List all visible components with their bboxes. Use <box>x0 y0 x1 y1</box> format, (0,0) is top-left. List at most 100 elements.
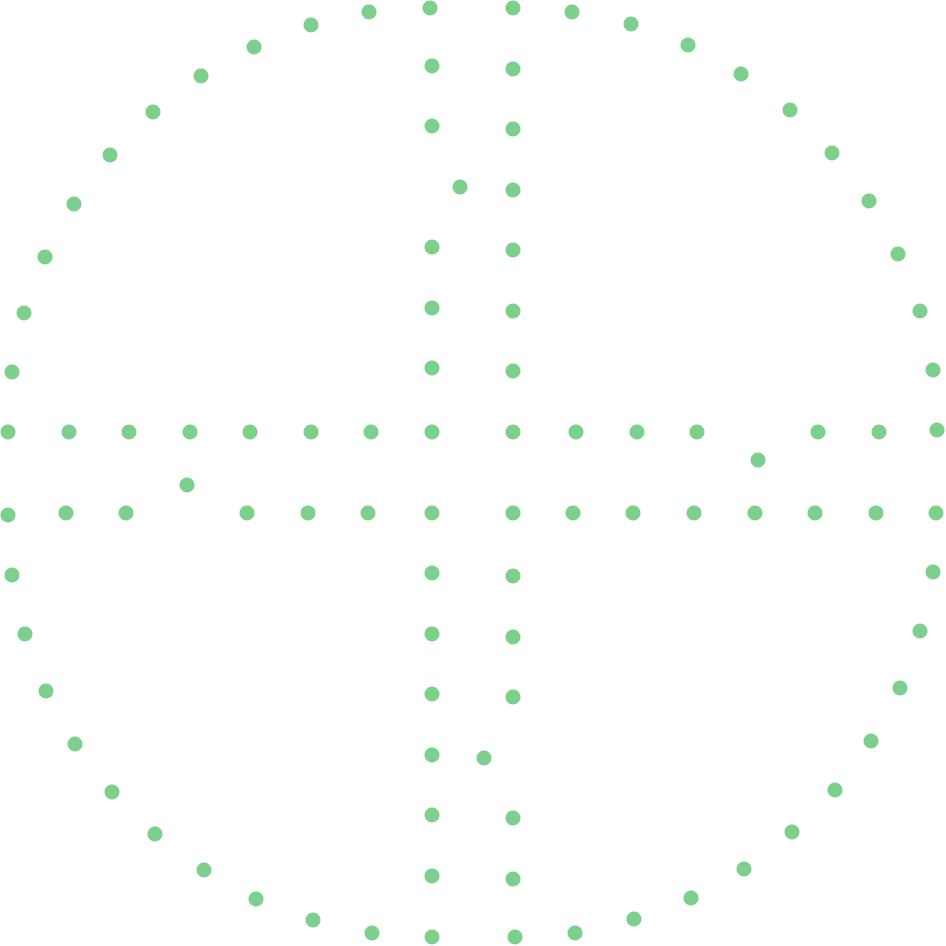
outer-ring-dot <box>102 147 118 163</box>
outer-ring-dot <box>824 145 840 161</box>
right-vertical-line-dot <box>505 121 521 137</box>
outer-ring-dot <box>892 680 908 696</box>
outer-ring-dot <box>683 890 699 906</box>
left-vertical-line-dot <box>452 179 468 195</box>
outer-ring-dot <box>193 68 209 84</box>
outer-ring-dot <box>0 507 16 523</box>
right-vertical-line-dot <box>505 242 521 258</box>
right-vertical-line-dot <box>505 61 521 77</box>
bottom-horizontal-line-dot <box>179 477 195 493</box>
left-vertical-line-dot <box>424 360 440 376</box>
outer-ring-dot <box>623 16 639 32</box>
top-horizontal-line-dot <box>810 424 826 440</box>
outer-ring-dot <box>925 564 941 580</box>
outer-ring-dot <box>361 4 377 20</box>
outer-ring-dot <box>66 196 82 212</box>
outer-ring-dot <box>67 736 83 752</box>
outer-ring-dot <box>38 683 54 699</box>
left-vertical-line-dot <box>424 300 440 316</box>
outer-ring-dot <box>4 364 20 380</box>
right-vertical-line-group <box>476 61 521 887</box>
top-horizontal-line-dot <box>121 424 137 440</box>
outer-ring-dot <box>196 862 212 878</box>
outer-ring-dot <box>145 104 161 120</box>
outer-ring-dot <box>0 424 16 440</box>
left-vertical-line-dot <box>424 807 440 823</box>
top-horizontal-line-dot <box>182 424 198 440</box>
bottom-horizontal-line-dot <box>868 505 884 521</box>
left-vertical-line-group <box>424 58 468 884</box>
outer-ring-dot <box>248 891 264 907</box>
left-vertical-line-dot <box>424 58 440 74</box>
outer-ring-dot <box>303 17 319 33</box>
bottom-horizontal-line-dot <box>360 505 376 521</box>
left-vertical-line-dot <box>424 565 440 581</box>
outer-ring-dot <box>4 567 20 583</box>
left-vertical-line-dot <box>424 868 440 884</box>
outer-ring-dot <box>564 4 580 20</box>
top-horizontal-line-dot <box>61 424 77 440</box>
right-vertical-line-dot <box>505 629 521 645</box>
outer-ring-dot <box>17 626 33 642</box>
bottom-horizontal-line-dot <box>239 505 255 521</box>
top-horizontal-line-dot <box>871 424 887 440</box>
outer-ring-dot <box>861 193 877 209</box>
outer-ring-dot <box>929 422 945 438</box>
outer-ring-dot <box>736 861 752 877</box>
outer-ring-dot <box>16 305 32 321</box>
outer-ring-dot <box>424 929 440 945</box>
outer-ring-dot <box>364 925 380 941</box>
outer-ring-dot <box>507 929 523 945</box>
outer-ring-dot <box>928 505 944 521</box>
left-vertical-line-dot <box>424 686 440 702</box>
outer-ring-dot <box>782 102 798 118</box>
right-vertical-line-dot <box>505 182 521 198</box>
right-vertical-line-dot <box>505 689 521 705</box>
outer-ring-dot <box>305 912 321 928</box>
right-vertical-line-dot <box>505 871 521 887</box>
outer-ring-dot <box>827 782 843 798</box>
outer-ring-dot <box>505 0 521 16</box>
right-vertical-line-dot <box>505 363 521 379</box>
outer-ring-dot <box>912 623 928 639</box>
bottom-horizontal-line-dot <box>565 505 581 521</box>
outer-ring-dot <box>246 39 262 55</box>
bottom-horizontal-line-dot <box>58 505 74 521</box>
left-vertical-line-dot <box>424 424 440 440</box>
bottom-horizontal-line-dot <box>625 505 641 521</box>
bottom-horizontal-line-dot <box>300 505 316 521</box>
top-horizontal-line-dot <box>689 424 705 440</box>
right-vertical-line-dot <box>505 568 521 584</box>
right-vertical-line-dot <box>505 810 521 826</box>
top-horizontal-line-dot <box>303 424 319 440</box>
outer-ring-dot <box>733 66 749 82</box>
right-vertical-line-dot <box>505 424 521 440</box>
outer-ring-dot <box>147 826 163 842</box>
top-horizontal-line-dot <box>242 424 258 440</box>
left-vertical-line-dot <box>424 626 440 642</box>
outer-ring-dot <box>890 246 906 262</box>
left-vertical-line-dot <box>424 747 440 763</box>
outer-ring-dot <box>37 249 53 265</box>
outer-ring-dot <box>104 784 120 800</box>
right-vertical-line-dot <box>505 303 521 319</box>
outer-ring-dot <box>863 733 879 749</box>
left-vertical-line-dot <box>424 505 440 521</box>
bottom-horizontal-line-dot <box>807 505 823 521</box>
top-horizontal-line-group <box>61 424 887 468</box>
left-vertical-line-dot <box>424 239 440 255</box>
top-horizontal-line-dot <box>750 452 766 468</box>
top-horizontal-line-dot <box>363 424 379 440</box>
outer-ring-dot <box>784 824 800 840</box>
outer-ring-dot <box>422 0 438 16</box>
outer-ring-dot <box>680 37 696 53</box>
bottom-horizontal-line-dot <box>747 505 763 521</box>
right-vertical-line-dot <box>476 750 492 766</box>
outer-ring-dot <box>912 303 928 319</box>
top-horizontal-line-dot <box>629 424 645 440</box>
top-horizontal-line-dot <box>568 424 584 440</box>
right-vertical-line-dot <box>505 505 521 521</box>
bottom-horizontal-line-group <box>58 477 884 521</box>
